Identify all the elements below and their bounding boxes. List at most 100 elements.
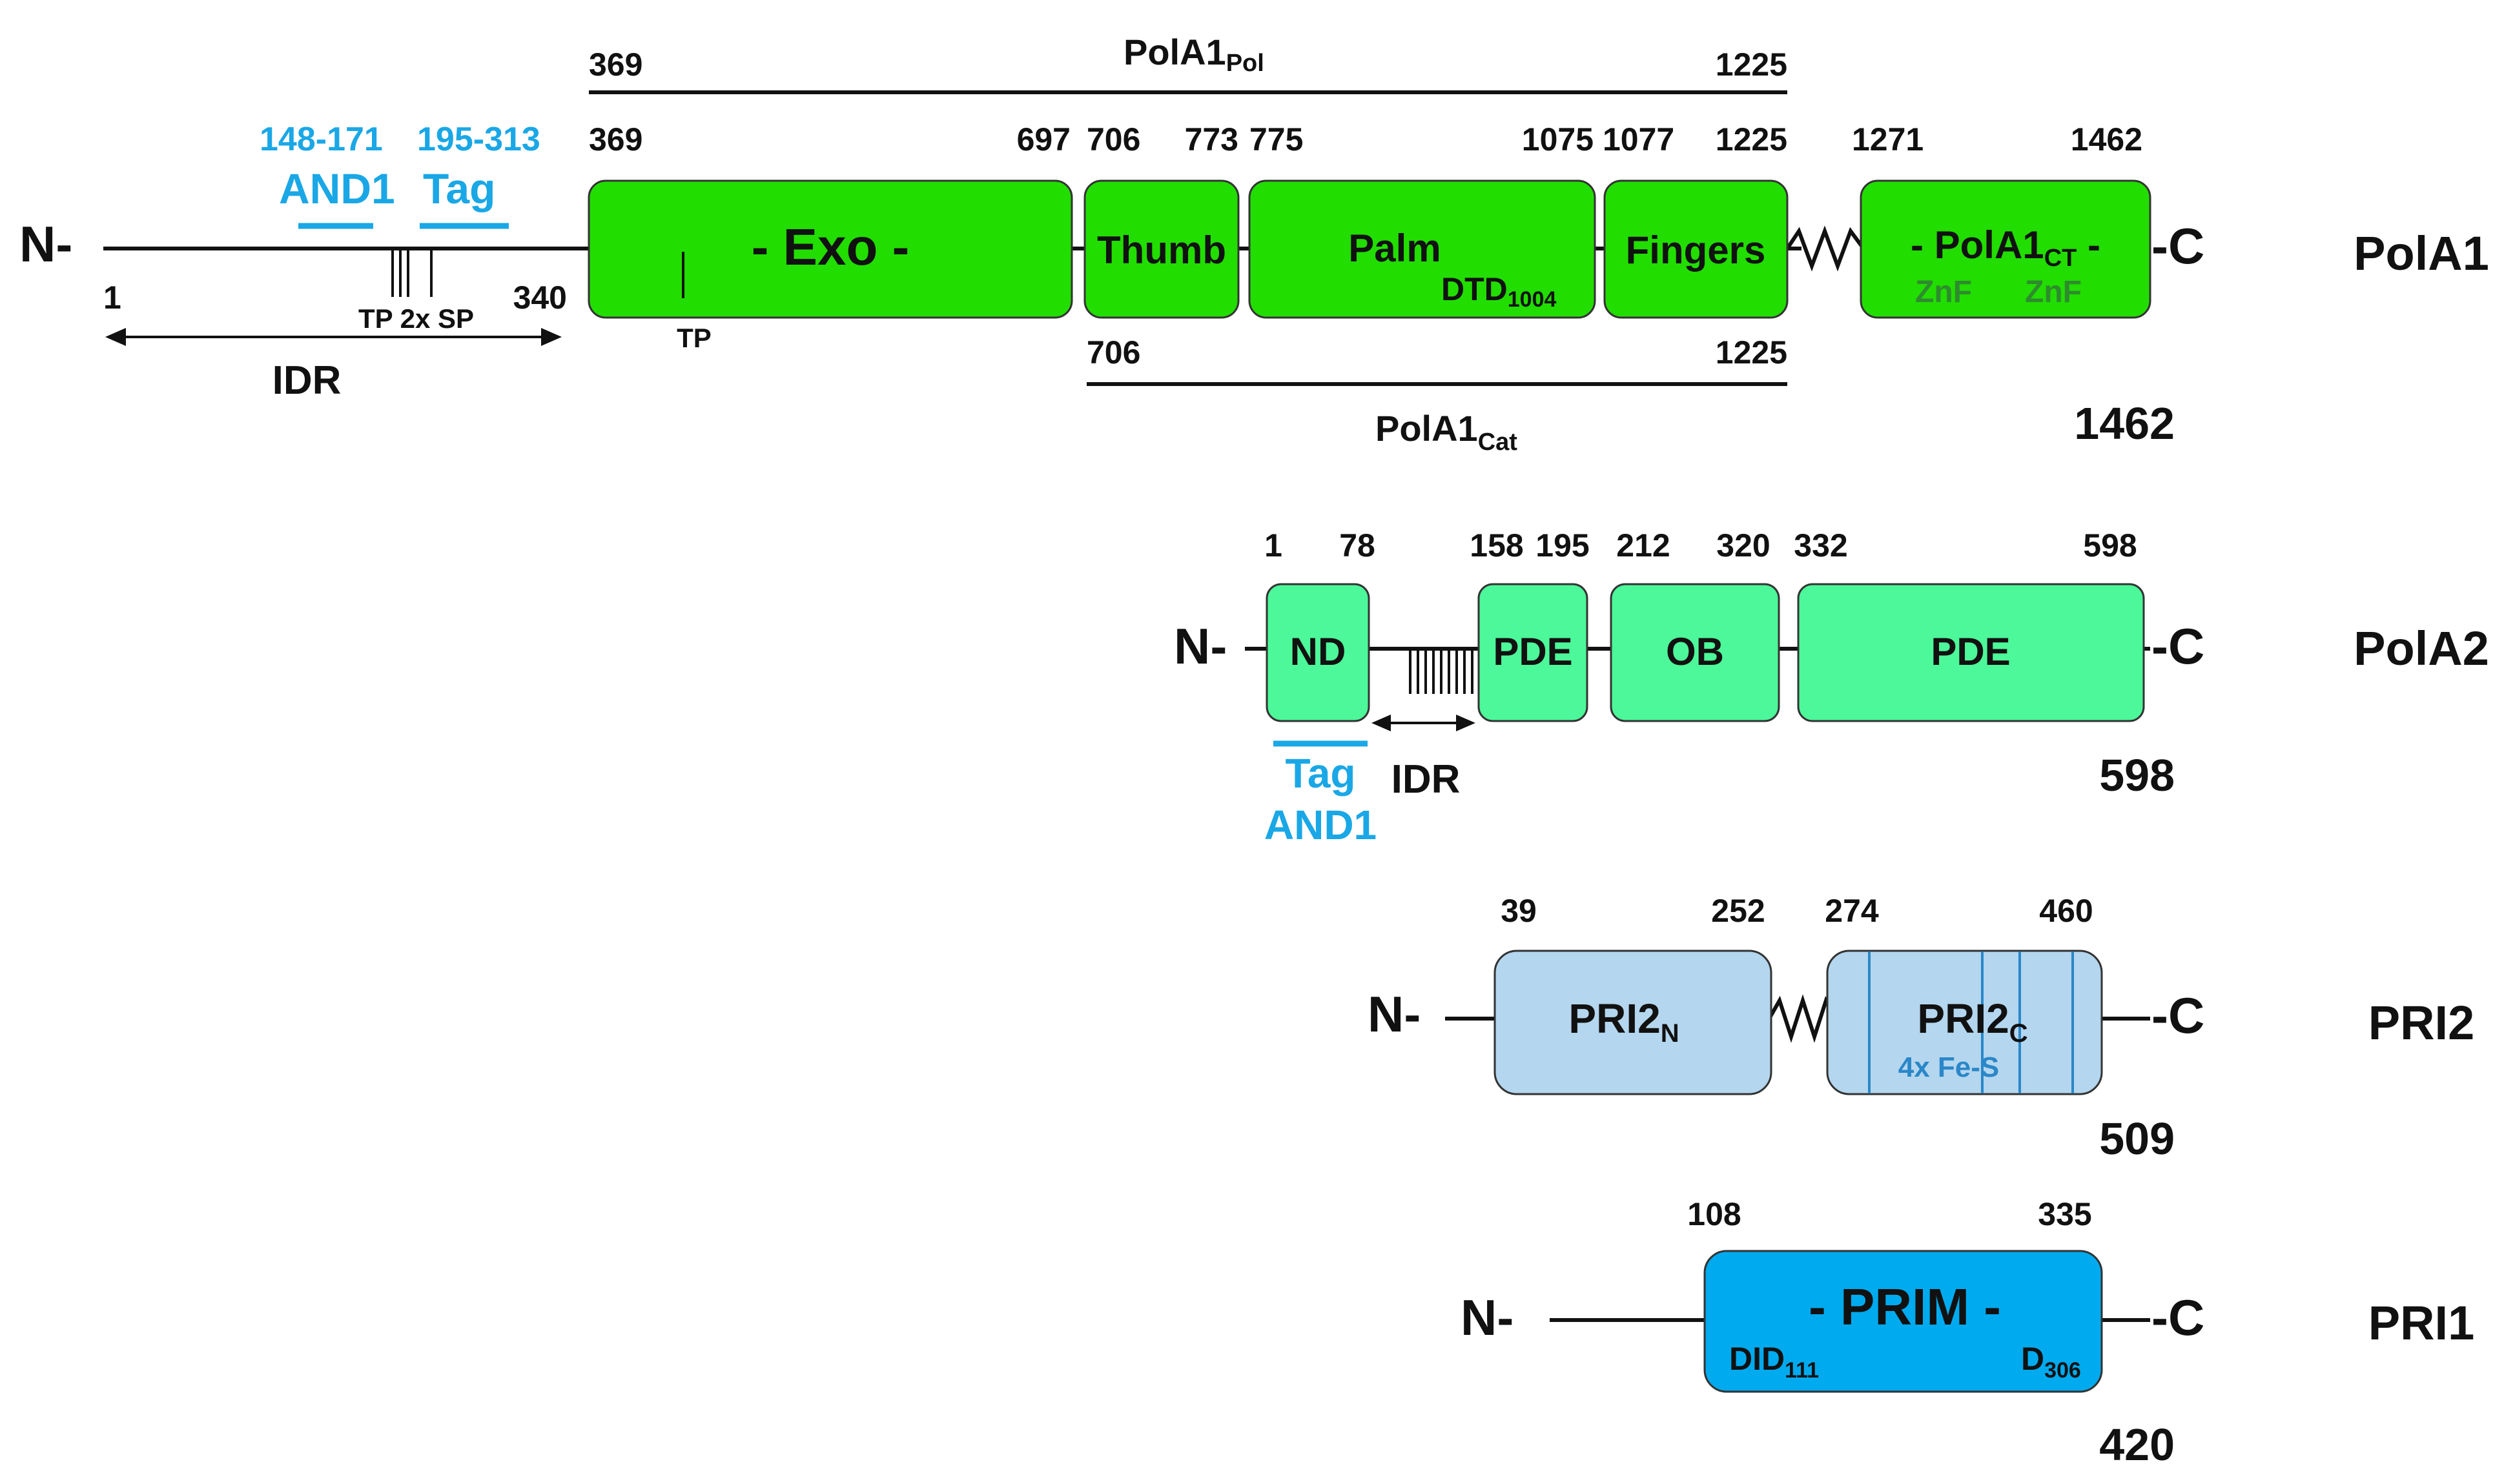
pola2-and1-label: AND1 bbox=[1264, 802, 1377, 848]
pola1-row: PolA1Pol 369 1225 148-171 195-313 AND1 T… bbox=[19, 32, 2489, 456]
pri2-name: PRI2 bbox=[2368, 996, 2475, 1050]
pola1-tag-range: 195-313 bbox=[417, 121, 540, 158]
pri2-n-label: PRI2N bbox=[1568, 995, 1679, 1048]
pri2-c-start: 274 bbox=[1825, 893, 1879, 929]
pola1-c-terminus: -C bbox=[2151, 218, 2204, 274]
pola2-idr-ticks bbox=[1409, 649, 1473, 694]
pola2-nd-start: 1 bbox=[1264, 527, 1282, 564]
pri2-length: 509 bbox=[2099, 1113, 2175, 1164]
pola1-and1-label: AND1 bbox=[279, 165, 395, 212]
pola2-n-terminus: N- bbox=[1174, 618, 1227, 675]
pola1-palm-label: Palm bbox=[1348, 227, 1441, 270]
pola1-exo-start: 369 bbox=[589, 121, 642, 158]
pola2-pde2-label: PDE bbox=[1931, 630, 2010, 673]
pola2-idr-arrowhead-right bbox=[1456, 715, 1475, 731]
pri1-prim-domain bbox=[1703, 1250, 2103, 1393]
pri2-n-terminus: N- bbox=[1368, 986, 1421, 1042]
pola1-fingers-label: Fingers bbox=[1626, 229, 1766, 272]
pola1-thumb-domain bbox=[1083, 179, 1240, 319]
pola1-pol-label: PolA1Pol bbox=[1124, 32, 1264, 77]
pola1-linker-zigzag bbox=[1785, 225, 1865, 272]
pola1-idr-end: 340 bbox=[513, 280, 567, 316]
pri1-n-terminus: N- bbox=[1461, 1289, 1514, 1346]
pola1-tp-sp-label: TP 2x SP bbox=[358, 303, 474, 334]
pola1-palm-start: 775 bbox=[1249, 121, 1303, 158]
pola2-pde1-end: 195 bbox=[1535, 527, 1589, 564]
pola2-pde2-start: 332 bbox=[1794, 527, 1847, 564]
pola2-ob-end: 320 bbox=[1716, 527, 1770, 564]
pola1-palm-motif: DTD1004 bbox=[1441, 271, 1556, 312]
pola1-fingers-start: 1077 bbox=[1603, 121, 1674, 158]
pola1-cat-start: 706 bbox=[1087, 334, 1140, 371]
pola1-and1-range: 148-171 bbox=[260, 121, 383, 158]
pola2-length: 598 bbox=[2099, 750, 2175, 800]
pola2-nd-end: 78 bbox=[1339, 527, 1375, 564]
pri2-n-end: 252 bbox=[1711, 893, 1765, 929]
pri2-c-terminus: -C bbox=[2151, 987, 2204, 1044]
pri1-length: 420 bbox=[2099, 1419, 2175, 1470]
pola2-pde2-domain bbox=[1797, 583, 2145, 722]
pola1-idr-arrowhead-right bbox=[541, 328, 562, 346]
pola1-exo-label: - Exo - bbox=[752, 218, 909, 276]
pola1-thumb-start: 706 bbox=[1087, 121, 1140, 158]
pola2-ob-label: OB bbox=[1666, 630, 1724, 673]
pola2-idr-arrowhead-left bbox=[1371, 715, 1391, 731]
pola1-palm-domain bbox=[1248, 179, 1596, 319]
pri1-d-motif: D306 bbox=[2021, 1341, 2081, 1383]
pri2-n-domain bbox=[1493, 950, 1772, 1095]
pola1-znf-2: ZnF bbox=[2025, 275, 2082, 309]
pri1-prim-end: 335 bbox=[2038, 1196, 2091, 1232]
pri1-prim-label: - PRIM - bbox=[1809, 1278, 2001, 1336]
pola2-ob-domain bbox=[1610, 583, 1780, 722]
pola1-ct-domain bbox=[1860, 179, 2151, 319]
pola2-ob-start: 212 bbox=[1616, 527, 1670, 564]
pola2-pde1-start: 158 bbox=[1470, 527, 1523, 564]
pola1-fingers-domain bbox=[1603, 179, 1789, 319]
pola1-start-position: 1 bbox=[103, 280, 121, 316]
pola2-pde2-end: 598 bbox=[2083, 527, 2137, 564]
pola1-exo-end: 697 bbox=[1017, 121, 1071, 158]
pola2-pde1-label: PDE bbox=[1493, 630, 1572, 673]
pola2-nd-domain bbox=[1266, 583, 1370, 722]
pri1-name: PRI1 bbox=[2368, 1296, 2475, 1350]
pola1-idr-label: IDR bbox=[272, 358, 342, 403]
pola1-name: PolA1 bbox=[2354, 227, 2489, 280]
pola2-nd-label: ND bbox=[1290, 630, 1346, 673]
pola2-row: 1 78 158 195 212 320 332 598 N- ND PDE O… bbox=[1174, 527, 2489, 848]
pri1-did-motif: DID111 bbox=[1729, 1341, 1819, 1383]
pola1-ct-label: - PolA1CT - bbox=[1911, 223, 2100, 272]
pola1-palm-end: 1075 bbox=[1522, 121, 1594, 158]
pola1-tag-label: Tag bbox=[423, 165, 495, 212]
pola1-pol-end: 1225 bbox=[1716, 46, 1787, 83]
pola1-thumb-label: Thumb bbox=[1097, 229, 1226, 272]
pola1-idr-arrowhead-left bbox=[105, 328, 126, 346]
pola1-length: 1462 bbox=[2074, 398, 2175, 449]
pri2-c-label: PRI2C bbox=[1917, 995, 2027, 1048]
pola1-exo-tp-label: TP bbox=[677, 323, 712, 353]
pri2-fes-label: 4x Fe-S bbox=[1898, 1052, 2000, 1083]
pola2-c-terminus: -C bbox=[2151, 618, 2204, 675]
pri2-n-start: 39 bbox=[1501, 893, 1537, 929]
pola2-pde1-domain bbox=[1477, 583, 1588, 722]
pri1-row: 108 335 N- - PRIM - DID111 D306 -C PRI1 … bbox=[1461, 1196, 2474, 1470]
pola1-cat-end: 1225 bbox=[1716, 334, 1787, 371]
pola2-tag-label: Tag bbox=[1285, 750, 1355, 797]
pola1-exo-domain bbox=[588, 179, 1073, 319]
pola1-cat-label: PolA1Cat bbox=[1375, 408, 1517, 456]
pri1-prim-start: 108 bbox=[1687, 1196, 1741, 1232]
pola1-ct-end: 1462 bbox=[2071, 121, 2142, 158]
pola1-pol-start: 369 bbox=[589, 46, 642, 83]
pola1-thumb-end: 773 bbox=[1185, 121, 1238, 158]
pola1-ct-start: 1271 bbox=[1852, 121, 1924, 158]
pri2-c-domain bbox=[1826, 950, 2103, 1095]
pola1-n-terminus: N- bbox=[19, 216, 72, 272]
pola2-name: PolA2 bbox=[2354, 622, 2489, 675]
pola1-fingers-end: 1225 bbox=[1716, 121, 1787, 158]
pri2-linker-zigzag bbox=[1767, 994, 1840, 1043]
pola1-znf-1: ZnF bbox=[1915, 275, 1972, 309]
pri2-row: 39 252 274 460 N- PRI2N PRI2C 4x Fe-S -C… bbox=[1368, 893, 2474, 1164]
pri2-c-end: 460 bbox=[2039, 893, 2093, 929]
pola2-idr-label: IDR bbox=[1391, 757, 1461, 802]
pri1-c-terminus: -C bbox=[2151, 1289, 2204, 1346]
